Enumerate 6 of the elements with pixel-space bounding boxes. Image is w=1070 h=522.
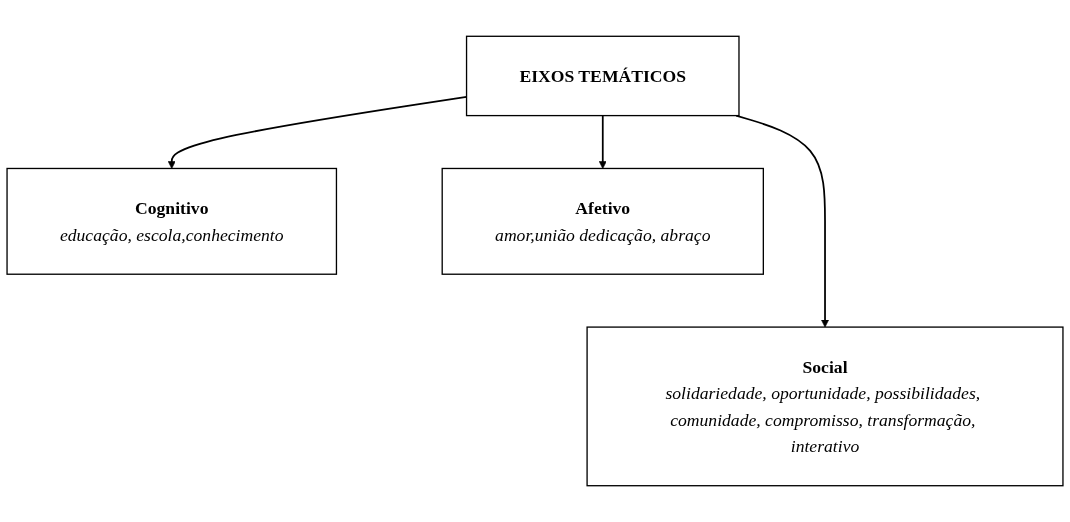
arrow: [735, 114, 829, 328]
node-box: Afetivo amor,união dedicação, abraço: [441, 167, 764, 275]
node-box: Cognitivo educação, escola,conhecimento: [6, 167, 338, 275]
node-box: Social solidariedade, oportunidade, possibilidades, comunidade, compromisso, transformação, interativo: [586, 326, 1064, 487]
node-box: EIXOS TEMÁTICOS: [465, 35, 740, 117]
arrow: [598, 114, 607, 169]
